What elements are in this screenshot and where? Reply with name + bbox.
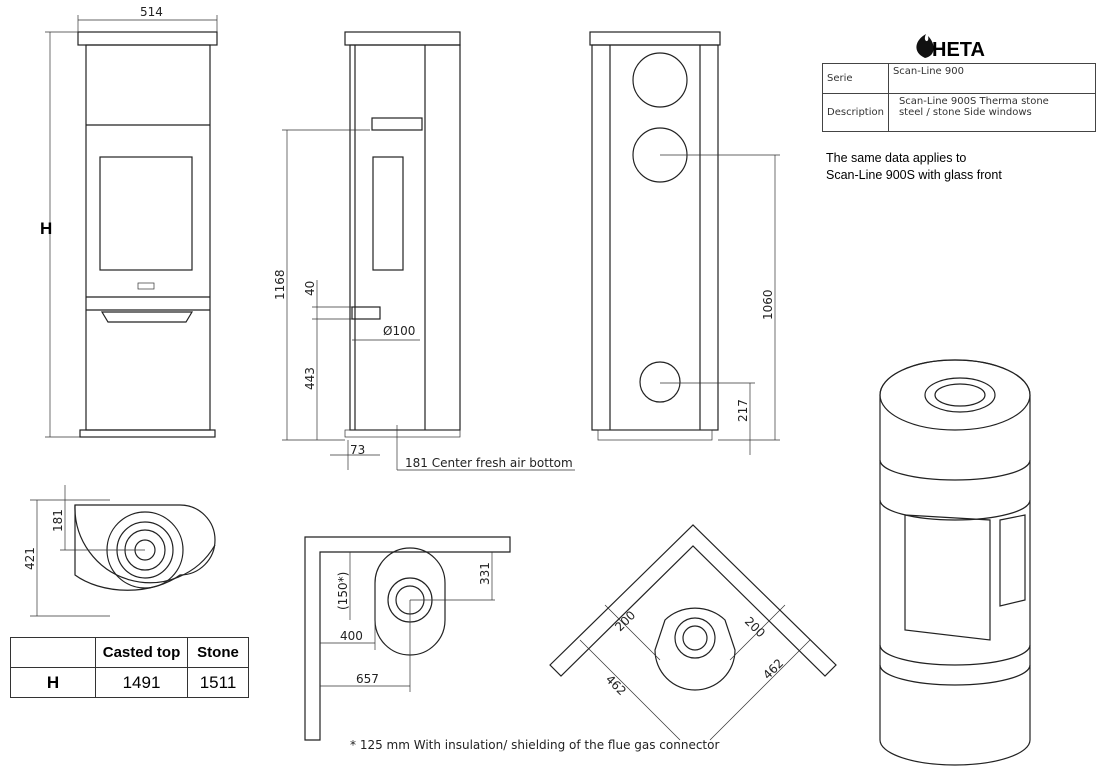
footnote: * 125 mm With insulation/ shielding of t… — [350, 738, 720, 752]
stove-3d-view — [879, 359, 1031, 766]
description-line1: Scan-Line 900S Therma stone — [898, 96, 1049, 107]
wall-placement: (150*) 331 400 657 — [304, 536, 511, 741]
dim-657: 657 — [356, 672, 379, 686]
dim-height: H — [40, 219, 52, 238]
height-table-header-empty — [10, 637, 96, 668]
svg-text:HETA: HETA — [932, 39, 985, 61]
dim-40: 40 — [303, 281, 317, 296]
description-label: Description — [822, 93, 889, 132]
side-view: 1168 40 443 Ø100 73 181 Center fresh air… — [273, 31, 575, 471]
description-line2: steel / stone Side windows — [898, 107, 1032, 118]
dim-diameter: Ø100 — [383, 324, 415, 338]
dim-421: 421 — [23, 547, 37, 570]
applies-note: The same data applies to Scan-Line 900S … — [826, 150, 1002, 184]
corner-placement: 200 462 200 462 — [549, 524, 837, 741]
dim-200-right: 200 — [742, 614, 768, 640]
dim-443: 443 — [303, 367, 317, 390]
height-table-header-casted-top: Casted top — [95, 637, 188, 668]
height-table-header-stone: Stone — [187, 637, 249, 668]
dim-462-right: 462 — [760, 656, 786, 682]
front-view: 514 H — [40, 5, 218, 438]
dim-200-left: 200 — [612, 608, 638, 634]
dim-width: 514 — [140, 5, 163, 19]
applies-note-line2: Scan-Line 900S with glass front — [826, 168, 1002, 182]
serie-label: Serie — [822, 63, 889, 94]
applies-note-line1: The same data applies to — [826, 151, 967, 165]
dim-400: 400 — [340, 629, 363, 643]
dim-150: (150*) — [336, 572, 350, 610]
serie-value: Scan-Line 900 — [887, 63, 1097, 94]
dim-181: 181 — [51, 509, 65, 532]
dim-1168: 1168 — [273, 269, 287, 300]
height-stone-value: 1511 — [187, 667, 249, 698]
height-table: Casted top Stone H 1491 1511 — [10, 637, 249, 698]
back-view: 1060 217 — [589, 31, 780, 455]
dim-217: 217 — [736, 399, 750, 422]
dim-73: 73 — [350, 443, 365, 457]
height-table-row-label: H — [10, 667, 96, 698]
height-casted-top-value: 1491 — [95, 667, 188, 698]
fresh-air-label: 181 Center fresh air bottom — [405, 456, 573, 470]
dim-462-left: 462 — [603, 672, 629, 698]
dim-1060: 1060 — [761, 289, 775, 320]
spec-table: Serie Scan-Line 900 Description Scan-Lin… — [822, 63, 1097, 132]
dim-331: 331 — [478, 562, 492, 585]
heta-logo: HETA — [916, 34, 985, 61]
top-view: 181 421 — [23, 485, 216, 617]
